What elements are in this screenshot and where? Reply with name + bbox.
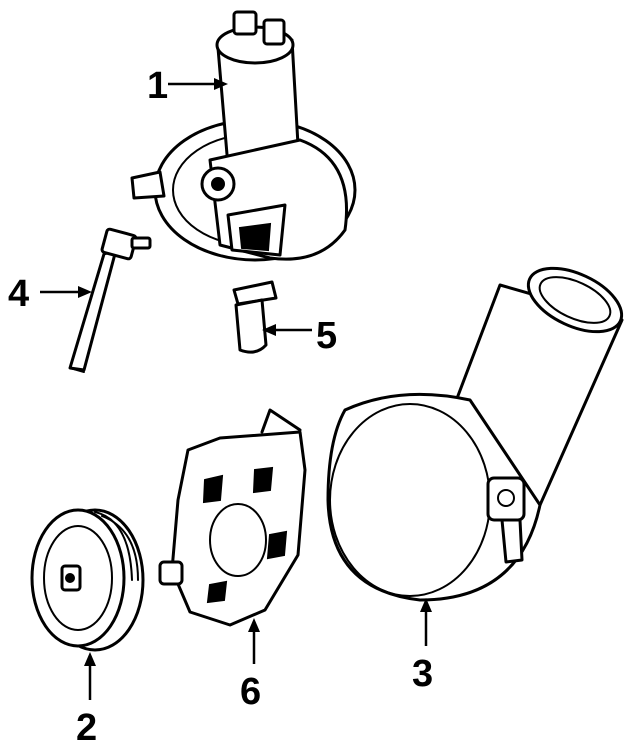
callout-1: 1 [147, 65, 168, 107]
leader-6 [248, 618, 260, 664]
mounting-bracket [158, 408, 307, 627]
callout-3: 3 [412, 653, 433, 695]
leader-2 [84, 652, 96, 700]
reservoir [326, 266, 624, 602]
power-steering-pump [130, 10, 357, 262]
leader-1 [168, 78, 228, 90]
callout-4: 4 [8, 273, 29, 315]
leader-5 [262, 324, 312, 336]
hose [68, 227, 152, 373]
callout-2: 2 [76, 707, 97, 748]
pulley [30, 508, 145, 652]
callout-5: 5 [316, 315, 337, 357]
leader-3 [420, 598, 432, 646]
leader-4 [40, 286, 92, 298]
clip [232, 280, 278, 354]
callout-6: 6 [240, 671, 261, 713]
